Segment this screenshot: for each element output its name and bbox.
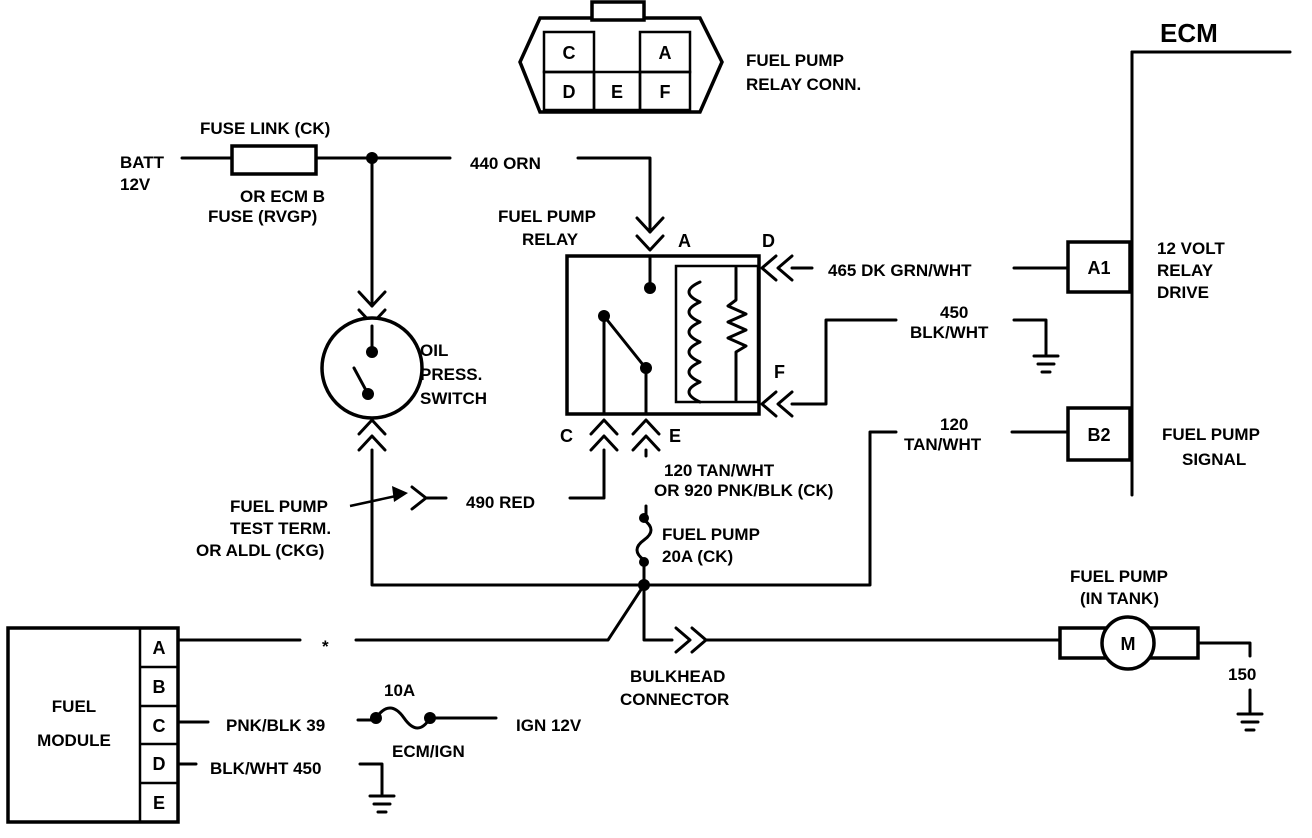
batt-label-1: BATT (120, 153, 165, 172)
wire-pnk-blk-39-label: PNK/BLK 39 (226, 716, 325, 735)
oil-pressure-switch: OIL PRESS. SWITCH (320, 316, 648, 587)
test-term-label-2: TEST TERM. (230, 519, 331, 538)
fuel-module: A B C D E FUEL MODULE (6, 626, 180, 824)
relay-title-1: FUEL PUMP (498, 207, 596, 226)
wire-120-920-label-2: OR 920 PNK/BLK (CK) (654, 481, 833, 500)
oil-switch-label-2: PRESS. (420, 365, 482, 384)
fuse-10a-rating: 10A (384, 681, 415, 700)
fuel-module-label-2: MODULE (37, 731, 111, 750)
test-terminal: FUEL PUMP TEST TERM. OR ALDL (CKG) 490 R… (196, 448, 606, 560)
batt-label-2: 12V (120, 175, 151, 194)
relay-output-wires: 465 DK GRN/WHT 450 BLK/WHT 120 TAN/WHT (644, 261, 1070, 587)
fuse-10a-name: ECM/IGN (392, 742, 465, 761)
fuse-alt-label-1: OR ECM B (240, 187, 325, 206)
fuse-20a: 120 TAN/WHT OR 920 PNK/BLK (CK) FUEL PUM… (635, 448, 833, 591)
relay-pin-a: A (678, 231, 691, 251)
oil-switch-label-3: SWITCH (420, 389, 487, 408)
oil-switch-label-1: OIL (420, 341, 448, 360)
fuse-alt-label-2: FUSE (RVGP) (208, 207, 317, 226)
relay-conn-pin-f: F (660, 82, 671, 102)
wire-450-label-2: BLK/WHT (910, 323, 989, 342)
bulkhead-and-pump: * BULKHEAD CONNECTOR M FUEL PUMP (IN TAN… (176, 567, 1264, 732)
fuel-module-pin-e: E (153, 793, 165, 813)
wire-490-label: 490 RED (466, 493, 535, 512)
fuel-module-pin-a: A (153, 638, 166, 658)
ecm-pin-b2: B2 (1087, 425, 1110, 445)
ecm-block: ECM A1 B2 12 VOLT RELAY DRIVE FUEL PUMP … (1066, 18, 1292, 497)
ecm-a1-label-2: RELAY (1157, 261, 1214, 280)
wire-blk-wht-450-label: BLK/WHT 450 (210, 759, 321, 778)
fuel-module-pin-c: C (153, 716, 166, 736)
ecm-title: ECM (1160, 18, 1218, 48)
fuel-pump-label-1: FUEL PUMP (1070, 567, 1168, 586)
bulkhead-label-1: BULKHEAD (630, 667, 725, 686)
fuse-link-label: FUSE LINK (CK) (200, 119, 330, 138)
relay-pin-e: E (669, 426, 681, 446)
relay-pin-c: C (560, 426, 573, 446)
power-feed: BATT 12V FUSE LINK (CK) OR ECM B FUSE (R… (120, 119, 665, 326)
ign-12v-label: IGN 12V (516, 716, 582, 735)
star-label: * (322, 637, 329, 656)
ecm-b2-label-2: SIGNAL (1182, 450, 1246, 469)
wire-440-label: 440 ORN (470, 154, 541, 173)
ground-150-label: 150 (1228, 665, 1256, 684)
relay-pin-f: F (774, 362, 785, 382)
fuel-module-pin-b: B (153, 677, 166, 697)
wire-120-920-label-1: 120 TAN/WHT (664, 461, 775, 480)
module-wiring: PNK/BLK 39 10A ECM/IGN IGN 12V BLK/WHT 4… (176, 681, 582, 814)
relay-conn-pin-e: E (611, 82, 623, 102)
relay-connector: C A D E F FUEL PUMP RELAY CONN. (518, 0, 861, 114)
test-term-label-3: OR ALDL (CKG) (196, 541, 324, 560)
fuel-pump-relay: FUEL PUMP RELAY A D F C E (498, 207, 794, 452)
wire-465-label: 465 DK GRN/WHT (828, 261, 972, 280)
relay-conn-pin-d: D (563, 82, 576, 102)
relay-title-2: RELAY (522, 230, 579, 249)
ecm-a1-label-3: DRIVE (1157, 283, 1209, 302)
fuse-20a-label-2: 20A (CK) (662, 547, 733, 566)
wire-120-label-1: 120 (940, 415, 968, 434)
ecm-b2-label-1: FUEL PUMP (1162, 425, 1260, 444)
fuel-module-label-1: FUEL (52, 697, 96, 716)
fuel-module-pin-d: D (153, 754, 166, 774)
pump-motor-m: M (1121, 634, 1136, 654)
fuse-link (230, 144, 318, 176)
fuse-20a-label-1: FUEL PUMP (662, 525, 760, 544)
wire-120-label-2: TAN/WHT (904, 435, 982, 454)
relay-pin-d: D (762, 231, 775, 251)
ecm-a1-label-1: 12 VOLT (1157, 239, 1225, 258)
relay-connector-title-1: FUEL PUMP (746, 51, 844, 70)
relay-conn-pin-a: A (659, 43, 672, 63)
ecm-pin-a1: A1 (1087, 258, 1110, 278)
relay-connector-title-2: RELAY CONN. (746, 75, 861, 94)
wire-450-label-1: 450 (940, 303, 968, 322)
fuel-pump-label-2: (IN TANK) (1080, 589, 1159, 608)
test-term-label-1: FUEL PUMP (230, 497, 328, 516)
relay-conn-pin-c: C (563, 43, 576, 63)
bulkhead-label-2: CONNECTOR (620, 690, 729, 709)
